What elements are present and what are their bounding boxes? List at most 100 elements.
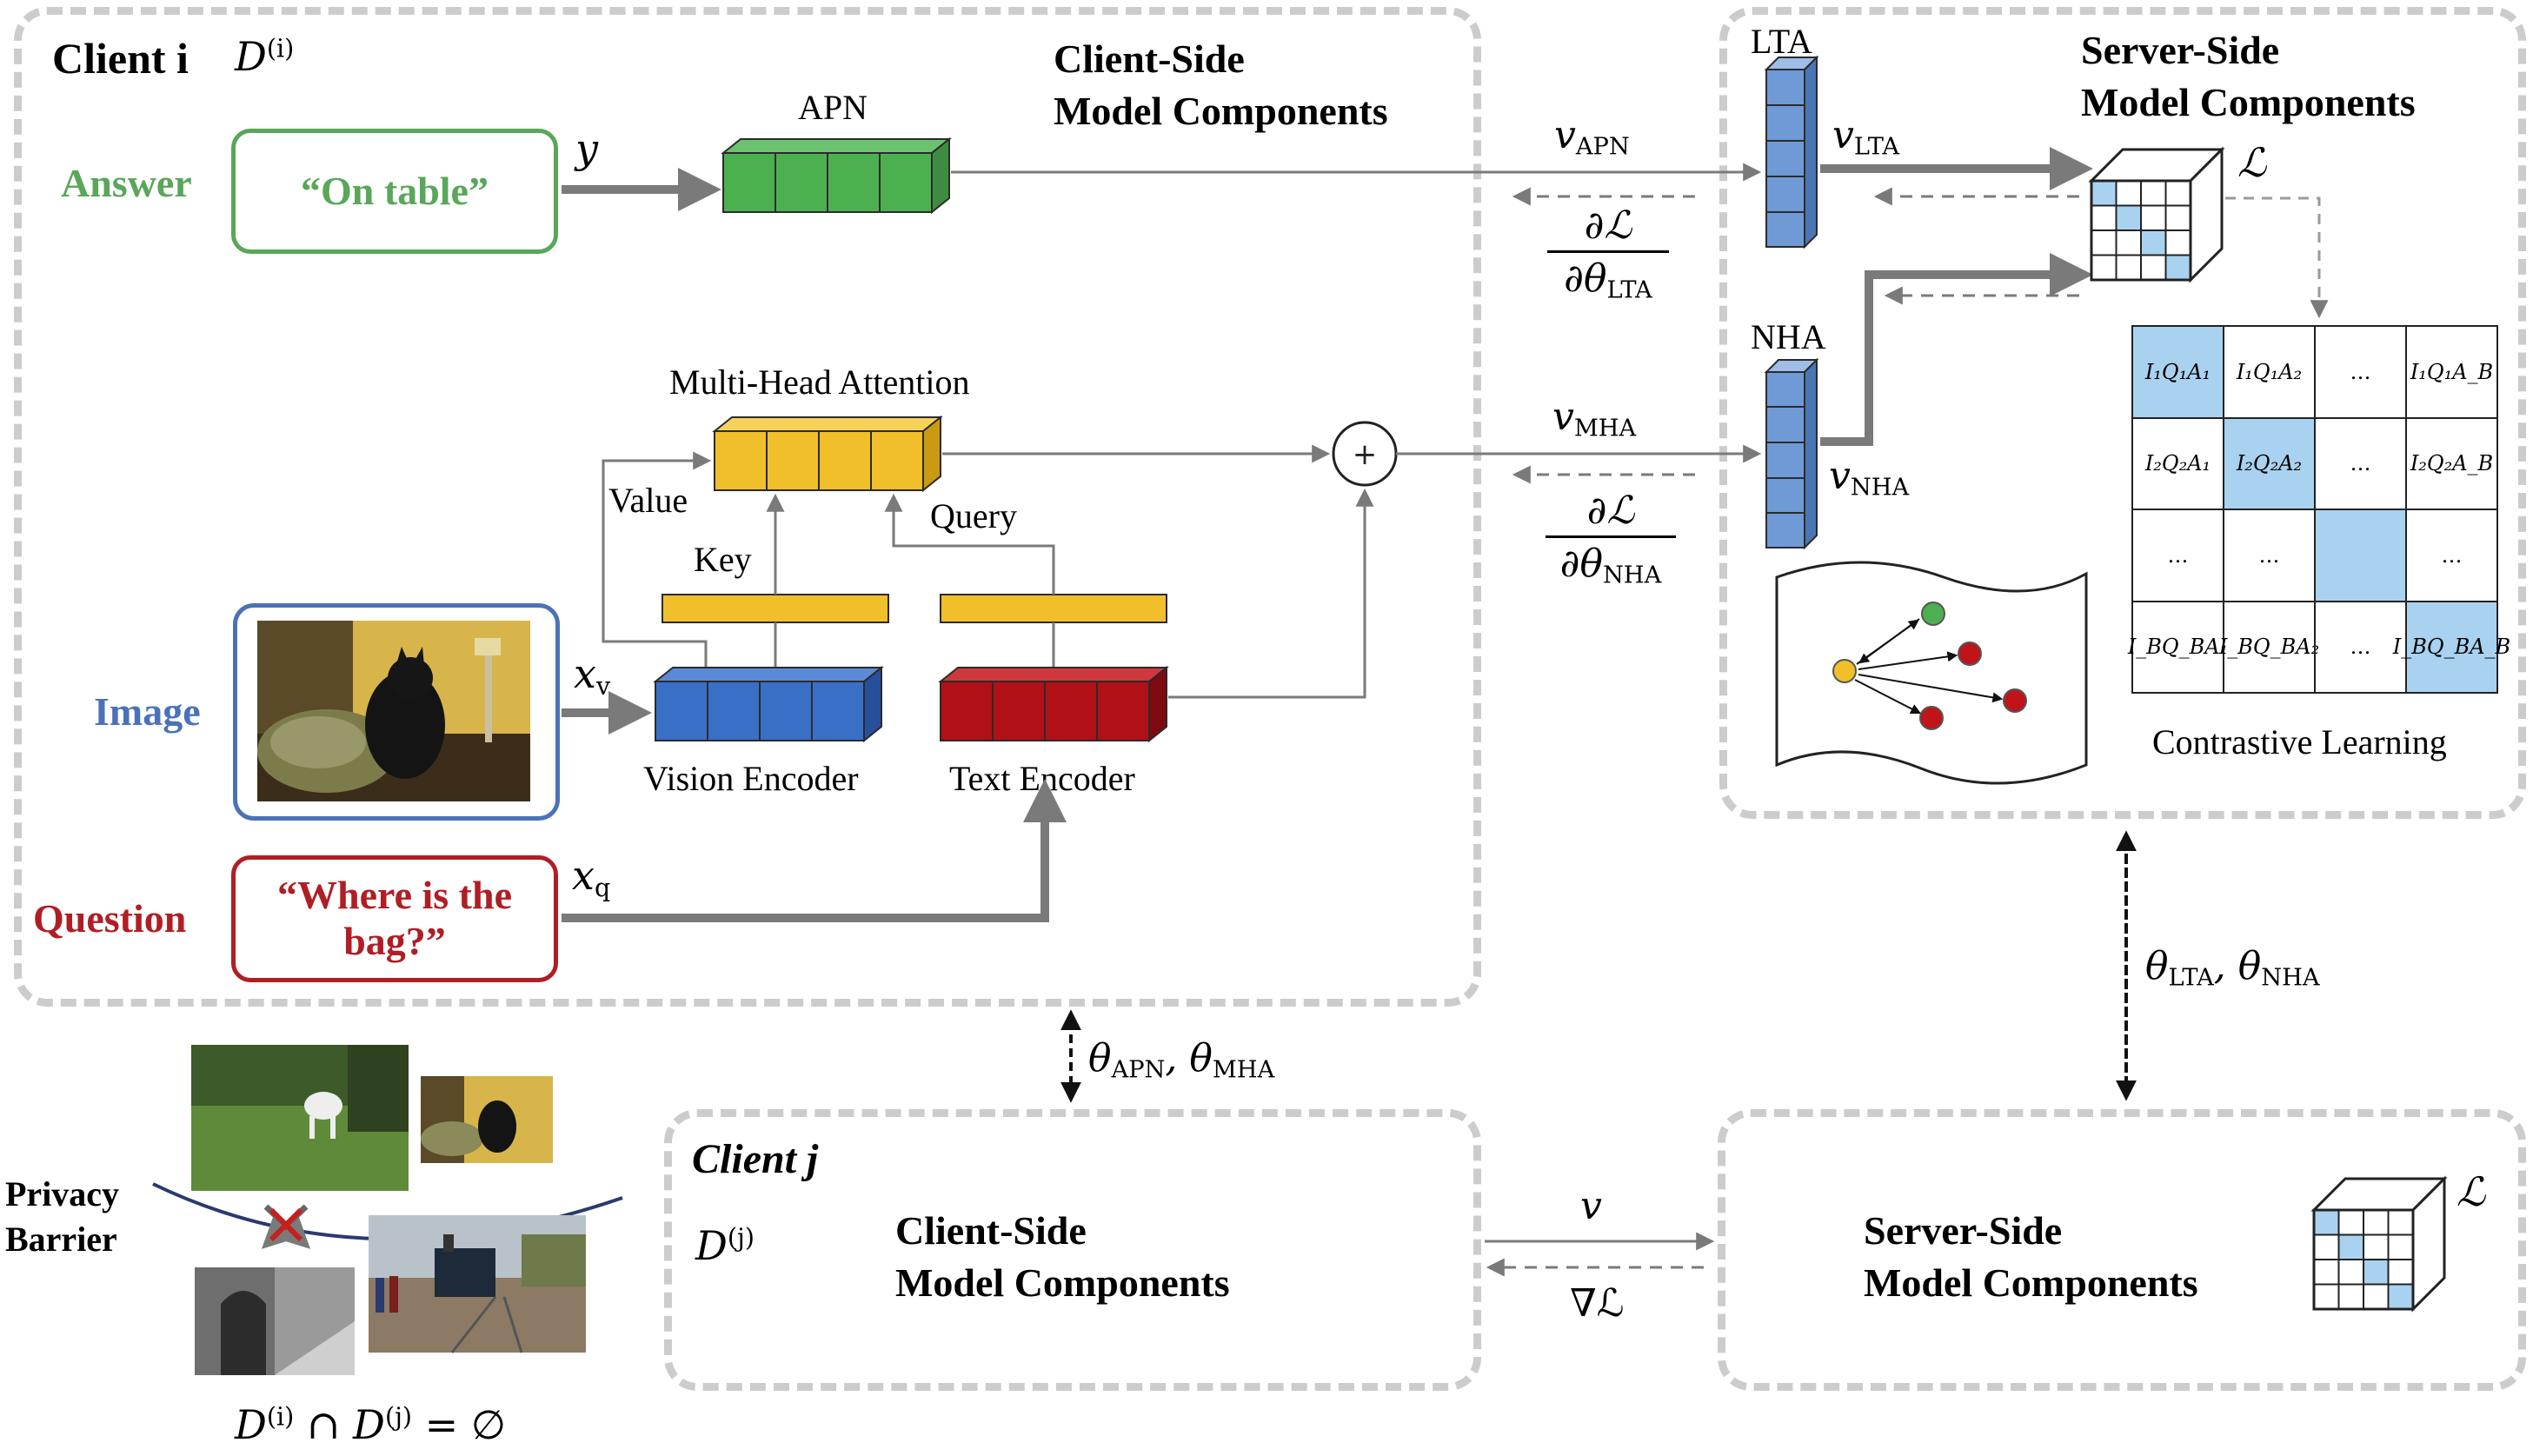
client-j-components-line2: Model Components — [895, 1260, 1230, 1305]
xv-symbol: xv — [574, 654, 610, 700]
privacy-formula: D(i) ∩ D(j) = ∅ — [235, 1405, 506, 1445]
grad-nha-den-base: ∂θ — [1559, 542, 1603, 586]
question-box: “Where is the bag?” — [231, 855, 558, 982]
matrix-cell: I₁Q₁A₂ — [2223, 325, 2316, 419]
formula-mid: ∩ D — [294, 1401, 385, 1448]
client-components-line1: Client-Side — [1054, 37, 1245, 81]
client-j-components: Client-Side Model Components — [895, 1205, 1230, 1309]
matrix-cell: I₂Q₂A₁ — [2131, 416, 2224, 510]
grad-nha-numerator: ∂ℒ — [1546, 492, 1676, 538]
formula-end: = ∅ — [412, 1401, 506, 1448]
street-photo — [195, 1267, 355, 1375]
server-bottom-title-line2: Model Components — [1864, 1260, 2198, 1305]
privacy-line2: Barrier — [5, 1220, 117, 1259]
answer-label: Answer — [61, 161, 192, 205]
lta-label: LTA — [1751, 22, 1812, 61]
client-j-dataset: D(j) — [695, 1226, 755, 1266]
privacy-line1: Privacy — [5, 1174, 120, 1213]
server-top-title: Server-Side Model Components — [2081, 24, 2416, 129]
v-lta-sub: LTA — [1853, 133, 1900, 161]
grad-j-label: ∇ℒ — [1570, 1281, 1625, 1326]
server-top-title-line2: Model Components — [2081, 79, 2416, 124]
client-j-dataset-symbol: D — [695, 1222, 728, 1269]
formula-sup2: (j) — [384, 1402, 413, 1432]
privacy-barrier-curve — [152, 1182, 623, 1241]
privacy-barrier-label: Privacy Barrier — [5, 1172, 119, 1262]
v-apn-sub: APN — [1575, 133, 1630, 161]
client-side-components-label: Client-Side Model Components — [1054, 33, 1388, 137]
theta-server-label: θLTA, θNHA — [2145, 947, 2320, 990]
theta-server-mid: , θ — [2213, 944, 2262, 988]
matrix-cell: … — [2314, 325, 2407, 419]
client-i-title-text: Client i — [52, 34, 189, 83]
server-top-title-line1: Server-Side — [2081, 28, 2280, 72]
server-bottom-panel — [1718, 1109, 2526, 1391]
theta-client-base1: θ — [1088, 1036, 1112, 1080]
xq-symbol: xq — [572, 855, 610, 901]
theta-client-sub2: MHA — [1212, 1056, 1275, 1084]
xv-sub: v — [595, 671, 611, 701]
train-photo — [369, 1215, 586, 1353]
xv-base: x — [574, 650, 596, 697]
matrix-cell: I_BQ_BA₂ — [2219, 600, 2319, 694]
matrix-cell: I₁Q₁A₁ — [2131, 325, 2224, 419]
xq-base: x — [572, 852, 595, 899]
nha-label: NHA — [1751, 317, 1826, 356]
client-j-title: Client j — [692, 1136, 819, 1182]
answer-box: “On table” — [231, 129, 558, 254]
v-nha-sub: NHA — [1850, 474, 1910, 502]
grad-lta-denominator: ∂θLTA — [1547, 253, 1669, 303]
cat-thumbnail — [421, 1076, 553, 1163]
v-mha-sub: MHA — [1573, 415, 1637, 442]
theta-client-label: θAPN, θMHA — [1088, 1040, 1274, 1082]
theta-server-base1: θ — [2145, 944, 2169, 988]
client-i-panel — [14, 7, 1481, 1007]
loss-symbol-bottom: ℒ — [2457, 1168, 2486, 1215]
positive-label: Positive — [1965, 593, 2056, 620]
image-box — [233, 603, 560, 821]
matrix-cell: I_BQ_BA₁ — [2128, 600, 2228, 694]
grad-lta-numerator: ∂ℒ — [1547, 207, 1669, 253]
v-lta-base: v — [1832, 113, 1854, 157]
grad-nha-den-sub: NHA — [1602, 562, 1662, 589]
matrix-cell: … — [2314, 600, 2407, 694]
server-bottom-title-line1: Server-Side — [1864, 1208, 2063, 1253]
question-label: Question — [33, 896, 187, 941]
theta-client-mid: , θ — [1165, 1036, 1213, 1080]
cat-bag-photo-art — [257, 621, 530, 801]
client-i-dataset-symbol: D — [235, 33, 267, 80]
apn-label: APN — [798, 88, 868, 127]
theta-server-sub1: LTA — [2168, 964, 2214, 992]
matrix-cell: … — [2405, 509, 2498, 602]
key-label: Key — [694, 540, 752, 579]
xq-sub: q — [594, 873, 611, 902]
mha-label: Multi-Head Attention — [669, 362, 970, 402]
client-i-title: Client i — [52, 37, 189, 80]
negative-label: Negative — [1959, 723, 2065, 750]
dog-photo — [191, 1045, 409, 1191]
vision-encoder-label: Vision Encoder — [643, 759, 859, 798]
client-i-dataset: D(i) — [235, 37, 294, 76]
v-apn-base: v — [1554, 113, 1576, 157]
grad-lta-den-sub: LTA — [1606, 276, 1652, 304]
client-j-components-line1: Client-Side — [895, 1208, 1087, 1253]
contrastive-learning-label: Contrastive Learning — [2152, 722, 2447, 761]
matrix-cell: … — [2314, 416, 2407, 510]
matrix-cell: I₁Q₁A_B — [2405, 325, 2498, 419]
image-label: Image — [94, 689, 201, 734]
server-bottom-title: Server-Side Model Components — [1864, 1205, 2198, 1309]
blocked-exchange-icon — [261, 1204, 311, 1249]
matrix-cell: … — [2131, 509, 2224, 602]
v-mha-label: vMHA — [1552, 398, 1636, 441]
client-components-line2: Model Components — [1054, 88, 1388, 133]
theta-server-sub2: NHA — [2261, 964, 2320, 992]
v-nha-base: v — [1829, 454, 1851, 498]
matrix-cell: I₂Q₂A_B — [2405, 416, 2498, 510]
answer-text: “On table” — [301, 168, 489, 213]
value-label: Value — [608, 481, 688, 520]
v-apn-label: vAPN — [1554, 116, 1630, 159]
cat-bag-photo — [257, 621, 530, 801]
matrix-cell: I₂Q₂A₂ — [2223, 416, 2316, 510]
